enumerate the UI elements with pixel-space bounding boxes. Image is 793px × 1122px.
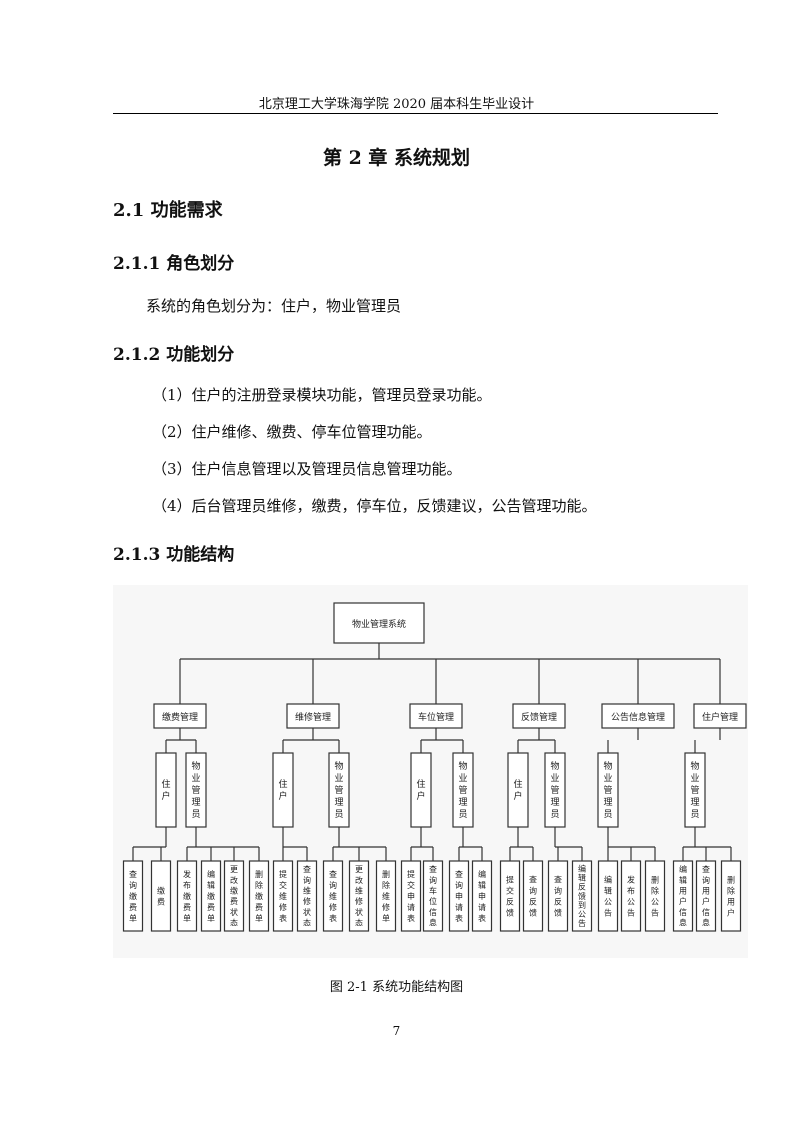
module-label: 住户管理 xyxy=(702,711,738,723)
leaf-label: 查询用户信息 xyxy=(702,864,710,927)
section-2-1-heading: 2.1 功能需求 xyxy=(113,200,223,221)
leaf-label: 删除维修单 xyxy=(382,869,390,923)
leaf-node xyxy=(522,860,544,932)
leaf-node xyxy=(223,860,245,932)
section-2-1-1-heading: 2.1.1 角色划分 xyxy=(113,254,235,274)
role-label: 住户 xyxy=(161,778,170,802)
role-division-text: 系统的角色划分为：住户，物业管理员 xyxy=(146,297,402,315)
leaf-label: 删除公告 xyxy=(651,874,659,917)
leaf-node xyxy=(695,860,717,932)
leaf-node xyxy=(122,860,144,932)
chapter-title: 第 2 章 系统规划 xyxy=(322,147,471,169)
leaf-label: 查询反馈 xyxy=(554,874,562,917)
header-rule xyxy=(113,113,718,114)
leaf-node xyxy=(400,860,422,932)
section-2-1-3-heading: 2.1.3 功能结构 xyxy=(113,545,235,565)
module-node xyxy=(693,703,747,729)
leaf-label: 提交维修表 xyxy=(279,869,287,923)
role-label: 物业管理员 xyxy=(458,760,467,820)
function-item-2: （2）住户维修、缴费、停车位管理功能。 xyxy=(152,423,432,441)
leaf-label: 编辑公告 xyxy=(604,874,612,917)
leaf-node xyxy=(720,860,742,932)
role-label: 物业管理员 xyxy=(603,760,612,820)
function-structure-figure: 物业管理系统缴费管理住户查询缴费单 缴费 物业管理员发布缴费单 编辑缴费单 更改缴费状态… xyxy=(113,585,748,958)
leaf-node xyxy=(672,860,694,932)
leaf-node xyxy=(272,860,294,932)
root-node xyxy=(333,602,425,644)
leaf-label: 提交申请表 xyxy=(407,869,415,923)
leaf-node xyxy=(471,860,493,932)
leaf-node xyxy=(597,860,619,932)
figure-caption: 图 2-1 系统功能结构图 xyxy=(329,980,464,995)
leaf-node xyxy=(322,860,344,932)
module-label: 维修管理 xyxy=(295,711,331,723)
leaf-label: 查询维修状态 xyxy=(303,864,311,927)
leaf-label: 缴费 xyxy=(157,885,165,906)
leaf-label: 查询反馈 xyxy=(529,874,537,917)
leaf-node xyxy=(422,860,444,932)
page-number: 7 xyxy=(392,1024,401,1038)
role-label: 物业管理员 xyxy=(334,760,343,820)
leaf-label: 查询申请表 xyxy=(455,869,463,923)
module-label: 缴费管理 xyxy=(162,711,198,723)
function-item-4: （4）后台管理员维修，缴费，停车位，反馈建议，公告管理功能。 xyxy=(152,497,597,515)
leaf-node xyxy=(296,860,318,932)
leaf-label: 编辑申请表 xyxy=(478,869,486,923)
module-node xyxy=(153,703,207,729)
module-node xyxy=(601,703,675,729)
leaf-label: 编辑反馈到公告 xyxy=(578,863,586,928)
leaf-node xyxy=(200,860,222,932)
module-node xyxy=(512,703,566,729)
leaf-label: 编辑缴费单 xyxy=(207,869,215,923)
role-label: 物业管理员 xyxy=(191,760,200,820)
leaf-node xyxy=(150,860,172,932)
leaf-node xyxy=(448,860,470,932)
role-label: 住户 xyxy=(278,778,287,802)
function-item-3: （3）住户信息管理以及管理员信息管理功能。 xyxy=(152,460,462,478)
leaf-node xyxy=(571,860,593,932)
leaf-label: 更改维修状态 xyxy=(355,865,363,927)
leaf-node xyxy=(176,860,198,932)
module-node xyxy=(286,703,340,729)
module-label: 反馈管理 xyxy=(521,711,557,723)
leaf-label: 更改缴费状态 xyxy=(230,865,238,927)
module-label: 公告信息管理 xyxy=(611,711,665,723)
leaf-label: 发布公告 xyxy=(627,874,635,917)
leaf-label: 发布缴费单 xyxy=(183,869,191,923)
leaf-node xyxy=(644,860,666,932)
role-label: 物业管理员 xyxy=(690,760,699,820)
leaf-node xyxy=(547,860,569,932)
leaf-label: 编辑用户信息 xyxy=(679,864,687,927)
role-label: 住户 xyxy=(513,778,522,802)
leaf-node xyxy=(499,860,521,932)
leaf-label: 删除缴费单 xyxy=(255,869,263,923)
module-label: 车位管理 xyxy=(418,711,454,723)
role-label: 住户 xyxy=(416,778,425,802)
section-2-1-2-heading: 2.1.2 功能划分 xyxy=(113,345,235,365)
leaf-node xyxy=(375,860,397,932)
leaf-node xyxy=(348,860,370,932)
leaf-label: 查询车位信息 xyxy=(429,864,437,927)
leaf-label: 提交反馈 xyxy=(506,874,514,917)
page-header: 北京理工大学珠海学院 2020 届本科生毕业设计 xyxy=(258,97,535,112)
function-item-1: （1）住户的注册登录模块功能，管理员登录功能。 xyxy=(152,386,492,404)
root-label: 物业管理系统 xyxy=(352,618,406,630)
role-label: 物业管理员 xyxy=(550,760,559,820)
leaf-label: 删除用户 xyxy=(727,874,735,917)
leaf-node xyxy=(248,860,270,932)
leaf-label: 查询缴费单 xyxy=(129,869,137,923)
leaf-node xyxy=(620,860,642,932)
leaf-label: 查询维修表 xyxy=(329,869,337,923)
